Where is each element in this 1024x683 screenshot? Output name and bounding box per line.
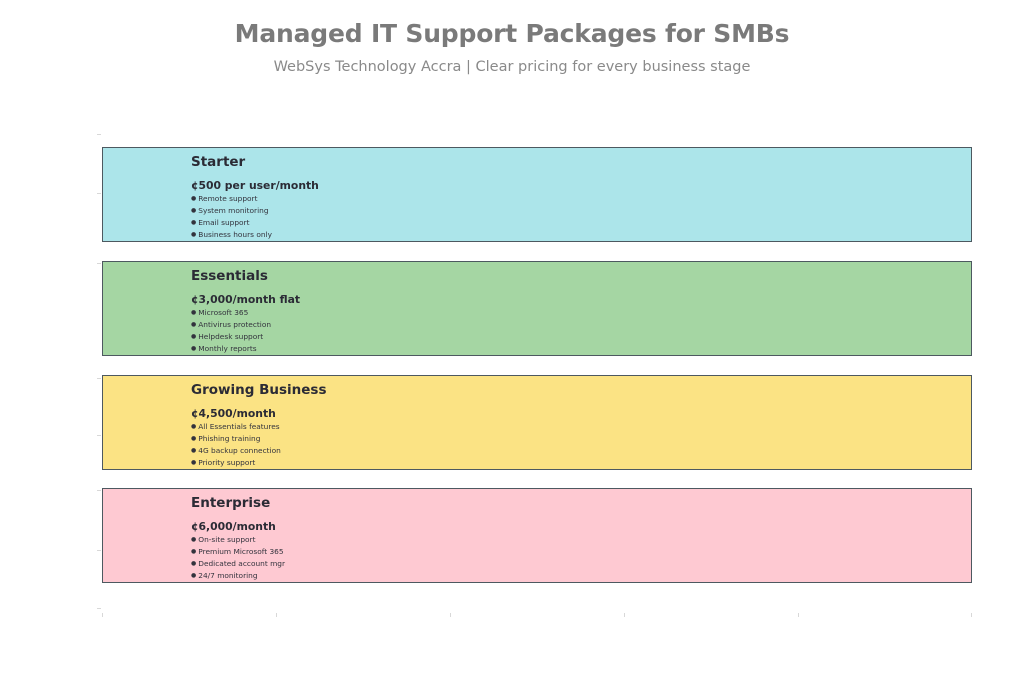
feature-label: Dedicated account mgr bbox=[198, 558, 286, 568]
page-title: Managed IT Support Packages for SMBs bbox=[234, 19, 790, 48]
x-axis-tick bbox=[276, 613, 277, 617]
bar-label-group: Essentials ¢3,000/month flat ●Microsoft … bbox=[191, 262, 971, 355]
feature-label: Antivirus protection bbox=[198, 319, 272, 329]
feature-label: Business hours only bbox=[198, 229, 272, 239]
feature-label: All Essentials features bbox=[198, 421, 280, 431]
x-axis-tick bbox=[624, 613, 625, 617]
bullet-icon: ● bbox=[191, 446, 197, 454]
bullet-icon: ● bbox=[191, 434, 197, 442]
tier-name: Essentials bbox=[191, 268, 268, 284]
y-axis-tick bbox=[97, 435, 101, 436]
tier-feature-list: ●All Essentials features ●Phishing train… bbox=[191, 421, 971, 469]
y-axis-tick bbox=[97, 134, 101, 135]
list-item: ●Helpdesk support bbox=[191, 331, 971, 343]
tier-name: Growing Business bbox=[191, 382, 327, 398]
list-item: ●Business hours only bbox=[191, 229, 971, 241]
list-item: ●All Essentials features bbox=[191, 421, 971, 433]
feature-label: Premium Microsoft 365 bbox=[198, 546, 284, 556]
list-item: ●Priority support bbox=[191, 457, 971, 469]
bullet-icon: ● bbox=[191, 422, 197, 430]
list-item: ●Dedicated account mgr bbox=[191, 558, 971, 570]
bar-tier-essentials[interactable]: Essentials ¢3,000/month flat ●Microsoft … bbox=[102, 261, 972, 356]
y-axis-tick bbox=[97, 550, 101, 551]
feature-label: On-site support bbox=[198, 534, 256, 544]
list-item: ●System monitoring bbox=[191, 205, 971, 217]
feature-label: Remote support bbox=[198, 193, 258, 203]
bullet-icon: ● bbox=[191, 458, 197, 466]
y-axis-tick bbox=[97, 608, 101, 609]
bullet-icon: ● bbox=[191, 535, 197, 543]
list-item: ●On-site support bbox=[191, 534, 971, 546]
tier-price: ¢4,500/month bbox=[191, 407, 276, 421]
y-axis-tick bbox=[97, 490, 101, 491]
feature-label: Email support bbox=[198, 217, 250, 227]
bar-tier-enterprise[interactable]: Enterprise ¢6,000/month ●On-site support… bbox=[102, 488, 972, 583]
bar-label-group: Growing Business ¢4,500/month ●All Essen… bbox=[191, 376, 971, 469]
chart-plot-area: Starter ¢500 per user/month ●Remote supp… bbox=[97, 130, 972, 617]
bullet-icon: ● bbox=[191, 344, 197, 352]
chart-header: Managed IT Support Packages for SMBs Web… bbox=[0, 0, 1024, 75]
bar-tier-starter[interactable]: Starter ¢500 per user/month ●Remote supp… bbox=[102, 147, 972, 242]
feature-label: Priority support bbox=[198, 457, 256, 467]
tier-feature-list: ●On-site support ●Premium Microsoft 365 … bbox=[191, 534, 971, 582]
bullet-icon: ● bbox=[191, 194, 197, 202]
y-axis-tick bbox=[97, 378, 101, 379]
bar-label-group: Enterprise ¢6,000/month ●On-site support… bbox=[191, 489, 971, 582]
feature-label: 4G backup connection bbox=[198, 445, 281, 455]
tier-feature-list: ●Remote support ●System monitoring ●Emai… bbox=[191, 193, 971, 241]
x-axis-tick bbox=[450, 613, 451, 617]
bullet-icon: ● bbox=[191, 218, 197, 226]
x-axis-tick bbox=[971, 613, 972, 617]
list-item: ●Antivirus protection bbox=[191, 319, 971, 331]
x-axis-tick bbox=[798, 613, 799, 617]
x-axis-tick bbox=[102, 613, 103, 617]
feature-label: System monitoring bbox=[198, 205, 269, 215]
tier-price: ¢3,000/month flat bbox=[191, 293, 301, 307]
tier-feature-list: ●Microsoft 365 ●Antivirus protection ●He… bbox=[191, 307, 971, 355]
bullet-icon: ● bbox=[191, 571, 197, 579]
feature-label: Phishing training bbox=[198, 433, 261, 443]
bullet-icon: ● bbox=[191, 332, 197, 340]
bullet-icon: ● bbox=[191, 547, 197, 555]
feature-label: Monthly reports bbox=[198, 343, 257, 353]
bullet-icon: ● bbox=[191, 559, 197, 567]
feature-label: Helpdesk support bbox=[198, 331, 264, 341]
page-subtitle: WebSys Technology Accra | Clear pricing … bbox=[273, 59, 751, 75]
list-item: ●Phishing training bbox=[191, 433, 971, 445]
bullet-icon: ● bbox=[191, 320, 197, 328]
tier-name: Starter bbox=[191, 154, 246, 170]
bar-label-group: Starter ¢500 per user/month ●Remote supp… bbox=[191, 148, 971, 241]
list-item: ●Premium Microsoft 365 bbox=[191, 546, 971, 558]
list-item: ●24/7 monitoring bbox=[191, 570, 971, 582]
bullet-icon: ● bbox=[191, 230, 197, 238]
tier-price: ¢6,000/month bbox=[191, 520, 276, 534]
y-axis-tick bbox=[97, 263, 101, 264]
y-axis-tick bbox=[97, 193, 101, 194]
bullet-icon: ● bbox=[191, 206, 197, 214]
feature-label: Microsoft 365 bbox=[198, 307, 249, 317]
list-item: ●Email support bbox=[191, 217, 971, 229]
bullet-icon: ● bbox=[191, 308, 197, 316]
tier-name: Enterprise bbox=[191, 495, 271, 511]
list-item: ●Microsoft 365 bbox=[191, 307, 971, 319]
tier-price: ¢500 per user/month bbox=[191, 179, 319, 193]
bar-tier-growing-business[interactable]: Growing Business ¢4,500/month ●All Essen… bbox=[102, 375, 972, 470]
list-item: ●Monthly reports bbox=[191, 343, 971, 355]
feature-label: 24/7 monitoring bbox=[198, 570, 258, 580]
list-item: ●4G backup connection bbox=[191, 445, 971, 457]
list-item: ●Remote support bbox=[191, 193, 971, 205]
